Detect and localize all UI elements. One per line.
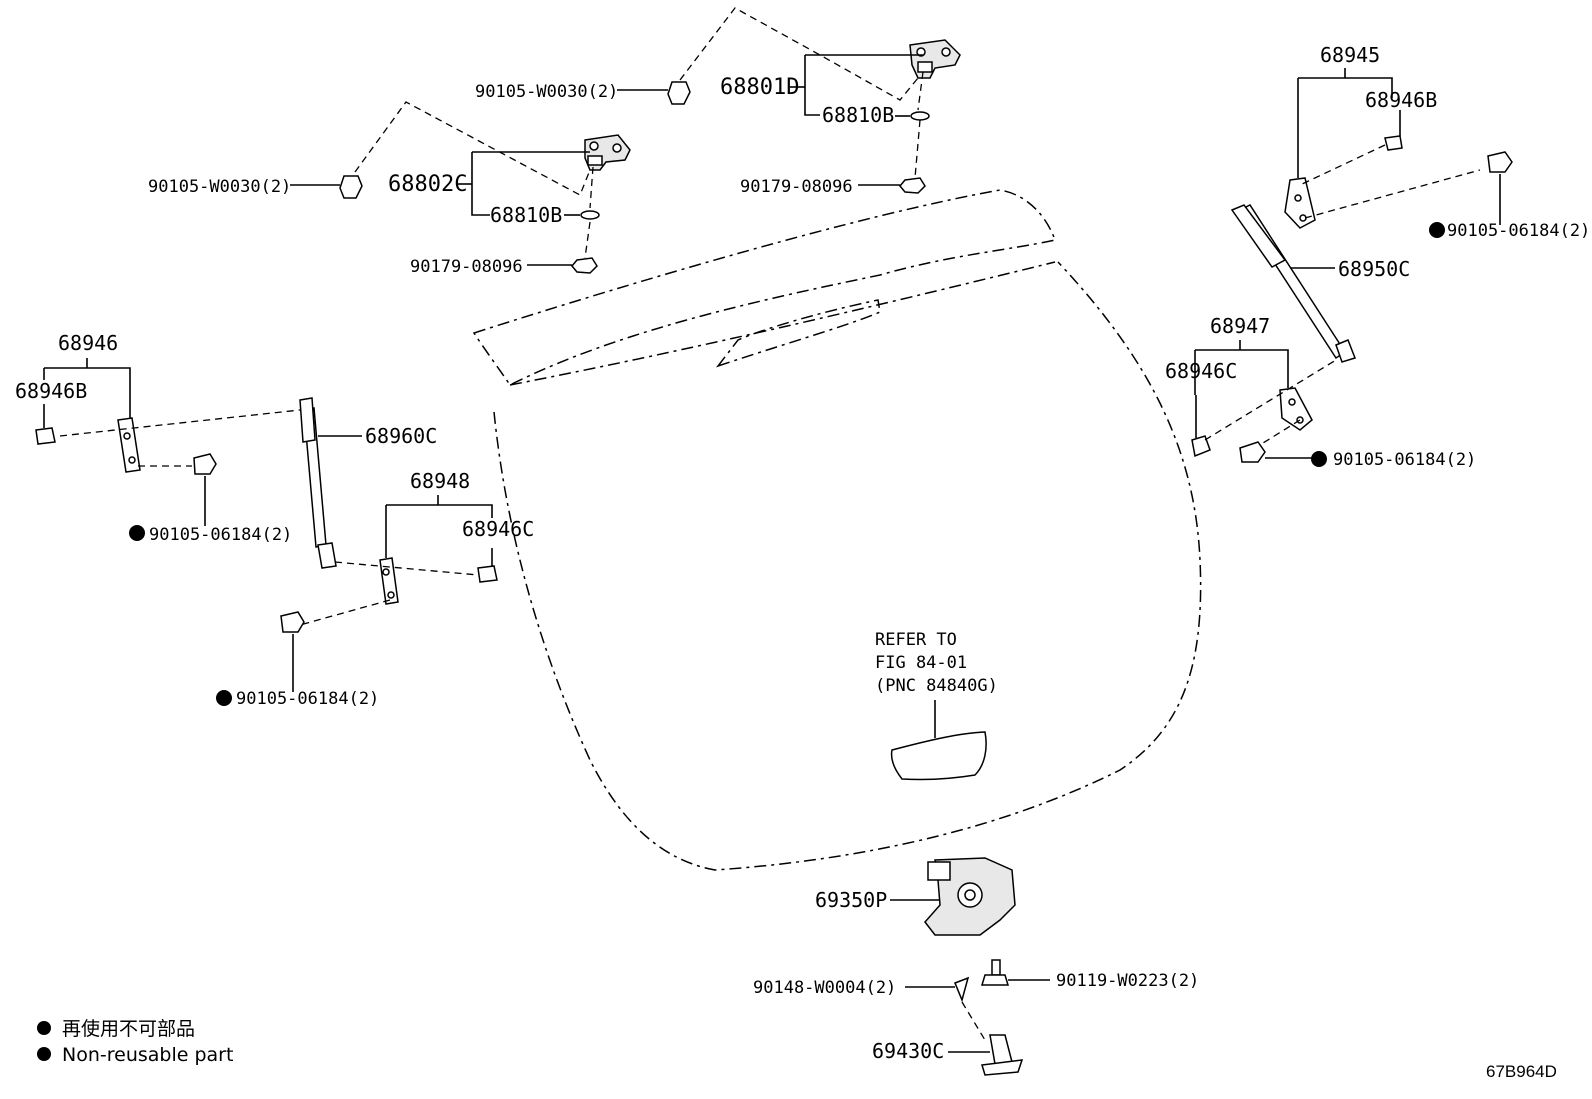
refer-note-line2: FIG 84-01 [875, 653, 967, 673]
screw-90148-w0004 [905, 976, 970, 1003]
hinge-68802c [458, 134, 631, 216]
label-68945: 68945 [1320, 43, 1380, 67]
nut-90179-08096-top [858, 177, 926, 194]
label-90105-w0030-top: 90105-W0030(2) [475, 82, 618, 102]
label-68946b-right: 68946B [1365, 88, 1437, 112]
bracket-68946 [43, 358, 141, 473]
ball-68946b-left [35, 404, 56, 445]
label-90105-06184-r1: 90105-06184(2) [1447, 221, 1590, 241]
bolt-90105-w0030-left [290, 175, 363, 199]
hinge-68801d [790, 39, 961, 116]
label-68946: 68946 [58, 331, 118, 355]
label-68948: 68948 [410, 469, 470, 493]
label-68810b-top: 68810B [822, 103, 894, 127]
bolt-90105-06184-r2 [1239, 441, 1327, 467]
label-68801d: 68801D [720, 75, 799, 100]
back-door-outline [472, 189, 1202, 871]
strut-68960c [299, 397, 362, 569]
legend: 再使用不可部品 Non-reusable part [37, 1018, 233, 1066]
label-68946c-left: 68946C [462, 517, 534, 541]
legend-dot-jp [37, 1021, 51, 1035]
ball-68946c-right [1191, 395, 1211, 458]
bracket-68948 [379, 495, 493, 605]
label-90148-w0004: 90148-W0004(2) [753, 978, 896, 998]
label-68810b-left: 68810B [490, 203, 562, 227]
ball-68946b-right [1384, 110, 1403, 151]
bolt-90105-w0030-top [617, 81, 691, 105]
bolt-90105-06184-l2 [216, 611, 305, 706]
label-90105-w0030-left: 90105-W0030(2) [148, 177, 291, 197]
washer-68810b-top [895, 111, 930, 121]
label-68802c: 68802C [388, 172, 467, 197]
label-90179-08096-top: 90179-08096 [740, 177, 853, 197]
legend-dot-en [37, 1047, 51, 1061]
bolt-90105-06184-l1 [129, 453, 217, 541]
bracket-68945 [1284, 68, 1393, 229]
refer-note-line3: (PNC 84840G) [875, 676, 998, 696]
bolt-90105-06184-r1 [1429, 151, 1513, 238]
strut-68950c [1230, 204, 1356, 363]
label-90105-06184-r2: 90105-06184(2) [1333, 450, 1476, 470]
label-68947: 68947 [1210, 314, 1270, 338]
nut-90179-08096-left [527, 257, 598, 274]
ball-68946c-left [477, 548, 498, 583]
lock-69350p [890, 857, 1016, 936]
figure-code: 67B964D [1486, 1062, 1557, 1081]
label-90119-w0223: 90119-W0223(2) [1056, 971, 1199, 991]
label-68950c: 68950C [1338, 257, 1410, 281]
washer-68810b-left [564, 210, 600, 220]
label-68946b-left: 68946B [15, 379, 87, 403]
bolt-90119-w0223 [980, 959, 1050, 986]
label-68946c-right: 68946C [1165, 359, 1237, 383]
legend-jp: 再使用不可部品 [62, 1018, 195, 1040]
label-69430c: 69430C [872, 1039, 944, 1063]
label-69350p: 69350P [815, 888, 887, 912]
label-90105-06184-l2: 90105-06184(2) [236, 689, 379, 709]
legend-en: Non-reusable part [62, 1044, 233, 1066]
label-90179-08096-left: 90179-08096 [410, 257, 523, 277]
label-68960c: 68960C [365, 424, 437, 448]
bracket-68947 [1194, 340, 1313, 431]
refer-note-line1: REFER TO [875, 630, 957, 650]
striker-69430c [948, 1034, 1024, 1076]
label-90105-06184-l1: 90105-06184(2) [149, 525, 292, 545]
